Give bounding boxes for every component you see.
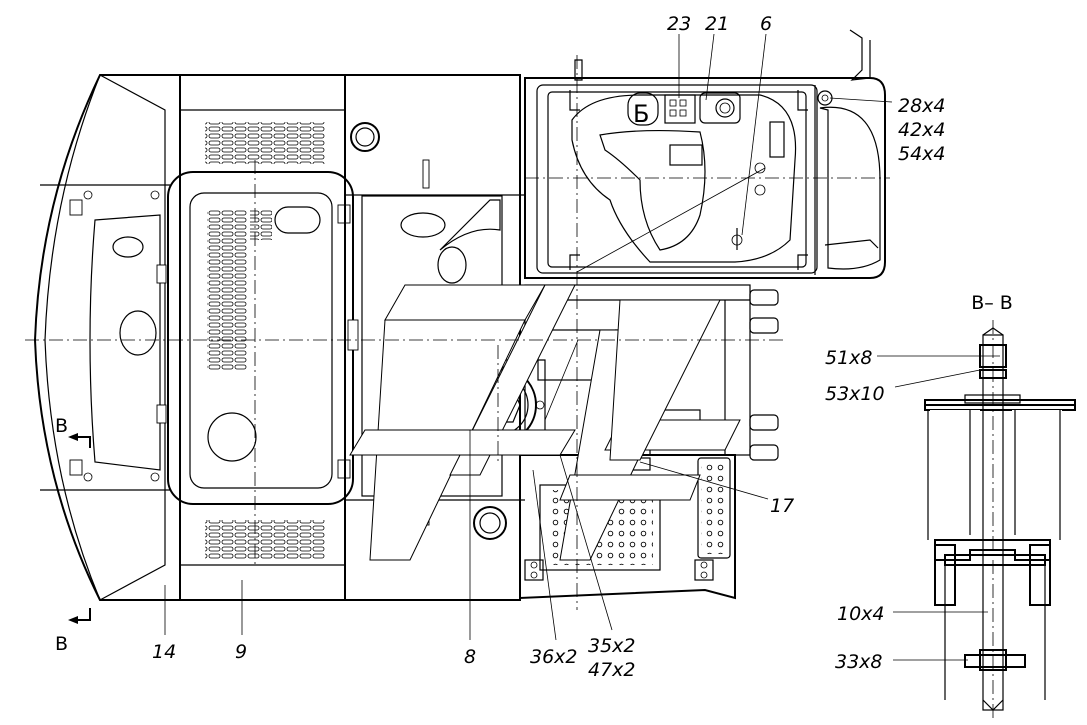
callout-23: 23	[667, 13, 691, 35]
engine-hood	[167, 74, 359, 601]
callout-54x4: 54x4	[898, 143, 946, 165]
callout-17: 17	[770, 495, 794, 517]
operator-cab	[524, 29, 886, 279]
section-markers	[68, 433, 91, 624]
section-marker-lower: B	[55, 633, 68, 655]
callout-21: 21	[705, 13, 729, 35]
callout-47x2: 47x2	[588, 659, 636, 681]
leader-lines	[164, 33, 1000, 661]
section-marker-upper: B	[55, 415, 68, 437]
centerlines	[25, 55, 890, 610]
callout-10x4: 10x4	[837, 603, 885, 625]
labels: B– B B B Б 23 21 6 28x4 42x4 54x4 51x8 5…	[55, 13, 1013, 681]
callout-53x10: 53x10	[825, 383, 885, 405]
callout-33x8: 33x8	[835, 651, 883, 673]
section-b-b-detail	[924, 320, 1076, 720]
callout-9: 9	[235, 641, 247, 663]
callout-14: 14	[152, 641, 176, 663]
callout-6: 6	[760, 13, 772, 35]
counterweight	[33, 74, 181, 601]
section-title: B– B	[971, 292, 1013, 314]
callout-8: 8	[464, 646, 476, 668]
callout-35x2: 35x2	[588, 635, 636, 657]
callout-28x4: 28x4	[898, 95, 946, 117]
callout-42x4: 42x4	[898, 119, 946, 141]
callout-36x2: 36x2	[530, 646, 578, 668]
callout-51x8: 51x8	[825, 347, 873, 369]
sticker-letter: Б	[633, 100, 649, 128]
